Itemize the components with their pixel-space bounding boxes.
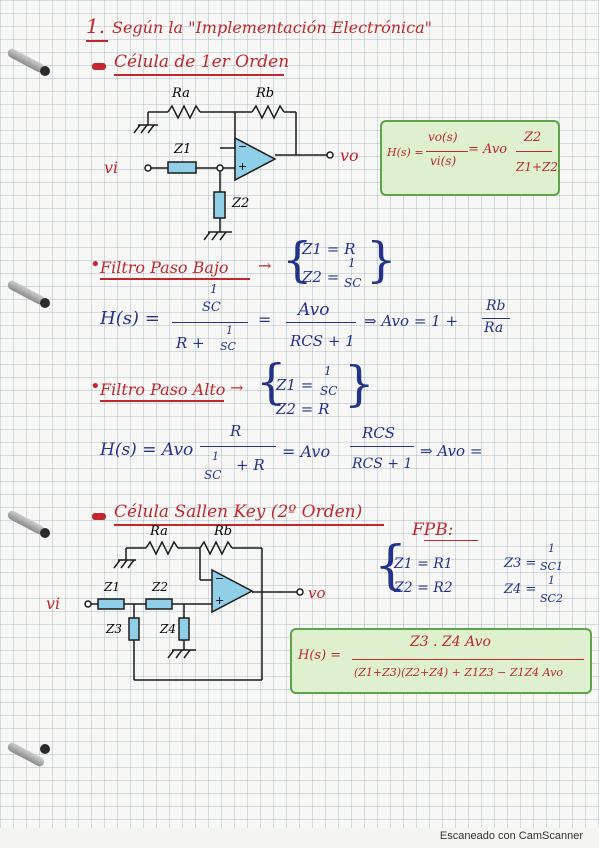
hp-f1-num: R [230, 422, 242, 440]
lp-gain-den: Ra [484, 320, 504, 336]
plus-sign: + [238, 160, 248, 173]
sk-rb-label: Rb [214, 524, 233, 539]
minus-sign: − [238, 140, 248, 153]
tf2-bar [352, 659, 584, 660]
low-pass-cond2-den: SC [344, 276, 362, 290]
tf1-frac1-den: vi(s) [430, 154, 457, 168]
fpb-underline [424, 540, 478, 541]
lp-f2-num: Avo [298, 300, 330, 320]
fpb-z4-num: 1 [548, 574, 555, 587]
heading-title: Según la "Implementación Electrónica" [112, 18, 433, 37]
hp-mid: = Avo [282, 442, 331, 461]
lp-f1-den-b-num: 1 [226, 324, 233, 337]
tf1-lhs: H(s) = [387, 146, 424, 159]
hp-h-lhs: H(s) = Avo [100, 440, 194, 460]
tf2-num: Z3 . Z4 Avo [410, 634, 491, 650]
scanner-footer: Escaneado con CamScanner [439, 830, 583, 842]
lp-eq: = [258, 310, 272, 329]
tf1-frac1-num: vo(s) [428, 130, 458, 144]
sk-minus-sign: − [215, 572, 225, 585]
high-pass-title: Filtro Paso Alto [100, 380, 226, 399]
low-pass-cond2-num: 1 [348, 256, 356, 270]
tf2-den: (Z1+Z3)(Z2+Z4) + Z1Z3 − Z1Z4 Avo [354, 666, 563, 679]
high-pass-brace-close: } [344, 356, 375, 412]
low-pass-underline [100, 278, 250, 280]
hp-f1-den-b: + R [236, 456, 265, 474]
transfer-function-box-1 [380, 120, 560, 196]
lp-f1-den-a: R + [176, 334, 205, 352]
tf1-mid: = Avo [468, 142, 508, 157]
fpb-brace: { [374, 536, 408, 596]
sk-z3-label: Z3 [106, 622, 122, 636]
high-pass-arrow: → [230, 378, 244, 397]
lp-f1-num-b: SC [202, 300, 221, 315]
low-pass-brace: { [282, 232, 313, 288]
tf2-lhs: H(s) = [298, 648, 342, 663]
vo-label: vo [340, 146, 359, 165]
lp-f2-den: RCS + 1 [290, 332, 355, 350]
low-pass-cond2-pre: Z2 = [302, 268, 340, 286]
low-pass-brace-close: } [366, 232, 397, 288]
fpb-z4-pre: Z4 = [504, 582, 537, 597]
lp-gain-bar [482, 318, 510, 319]
heading-underline [86, 40, 108, 42]
fpb-z3-num: 1 [548, 542, 555, 555]
heading-number: 1. [86, 14, 106, 38]
lp-f1-bar [172, 322, 248, 323]
z1-label: Z1 [174, 142, 192, 157]
high-pass-brace: { [256, 354, 287, 410]
high-pass-underline [100, 400, 224, 402]
fpb-z1: Z1 = R1 [394, 556, 453, 572]
tf1-frac2-bar [516, 151, 552, 152]
low-pass-title: Filtro Paso Bajo [100, 258, 229, 277]
high-pass-cond1-pre: Z1 = [276, 376, 314, 394]
tf1-frac1-bar [426, 151, 468, 152]
hp-f1-den-a-num: 1 [212, 450, 219, 463]
low-pass-bullet: • [90, 254, 101, 275]
transfer-function-box-2 [290, 628, 592, 694]
low-pass-arrow: → [258, 256, 272, 275]
lp-f1-den-b-den: SC [220, 340, 236, 353]
section1-title: Célula de 1er Orden [114, 52, 290, 72]
sk-vi-label: vi [46, 594, 61, 613]
hp-implies: ⇒ Avo = [420, 442, 483, 460]
hp-f2-den: RCS + 1 [352, 456, 413, 472]
sk-z4-label: Z4 [160, 622, 176, 636]
lp-implies: ⇒ Avo = 1 + [364, 312, 459, 330]
hp-f1-bar [200, 446, 276, 447]
sk-plus-sign: + [215, 594, 225, 607]
section1-bullet [92, 63, 106, 70]
lp-gain-num: Rb [486, 298, 506, 314]
high-pass-cond1-den: SC [320, 384, 338, 398]
fpb-z3-pre: Z3 = [504, 556, 537, 571]
z2-label: Z2 [232, 196, 250, 211]
section2-title: Célula Sallen Key (2º Orden) [114, 502, 363, 522]
hp-f2-bar [350, 446, 414, 447]
section2-underline [114, 524, 384, 526]
fpb-z4-den: SC2 [540, 592, 563, 605]
lp-f2-bar [286, 322, 356, 323]
sk-z1-label: Z1 [104, 580, 120, 594]
fpb-z3-den: SC1 [540, 560, 563, 573]
hp-f1-den-a-den: SC [204, 468, 222, 482]
high-pass-cond2: Z2 = R [276, 400, 330, 418]
hp-f2-num: RCS [362, 424, 396, 442]
lp-f1-num-a: 1 [210, 282, 218, 296]
tf1-frac2-num: Z2 [524, 130, 542, 145]
sk-z2-label: Z2 [152, 580, 168, 594]
ra-label: Ra [172, 86, 190, 101]
sk-ra-label: Ra [150, 524, 168, 539]
lp-h-lhs: H(s) = [100, 308, 160, 329]
rb-label: Rb [256, 86, 275, 101]
high-pass-bullet: • [90, 376, 101, 397]
low-pass-cond1: Z1 = R [302, 240, 356, 258]
section1-underline [114, 74, 284, 76]
tf1-frac2-den: Z1+Z2 [516, 160, 558, 174]
fpb-z2: Z2 = R2 [394, 580, 453, 596]
fpb-title: FPB: [412, 520, 454, 540]
vi-label: vi [104, 158, 119, 177]
high-pass-cond1-num: 1 [324, 364, 332, 378]
sk-vo-label: vo [308, 584, 326, 602]
section2-bullet [92, 513, 106, 520]
